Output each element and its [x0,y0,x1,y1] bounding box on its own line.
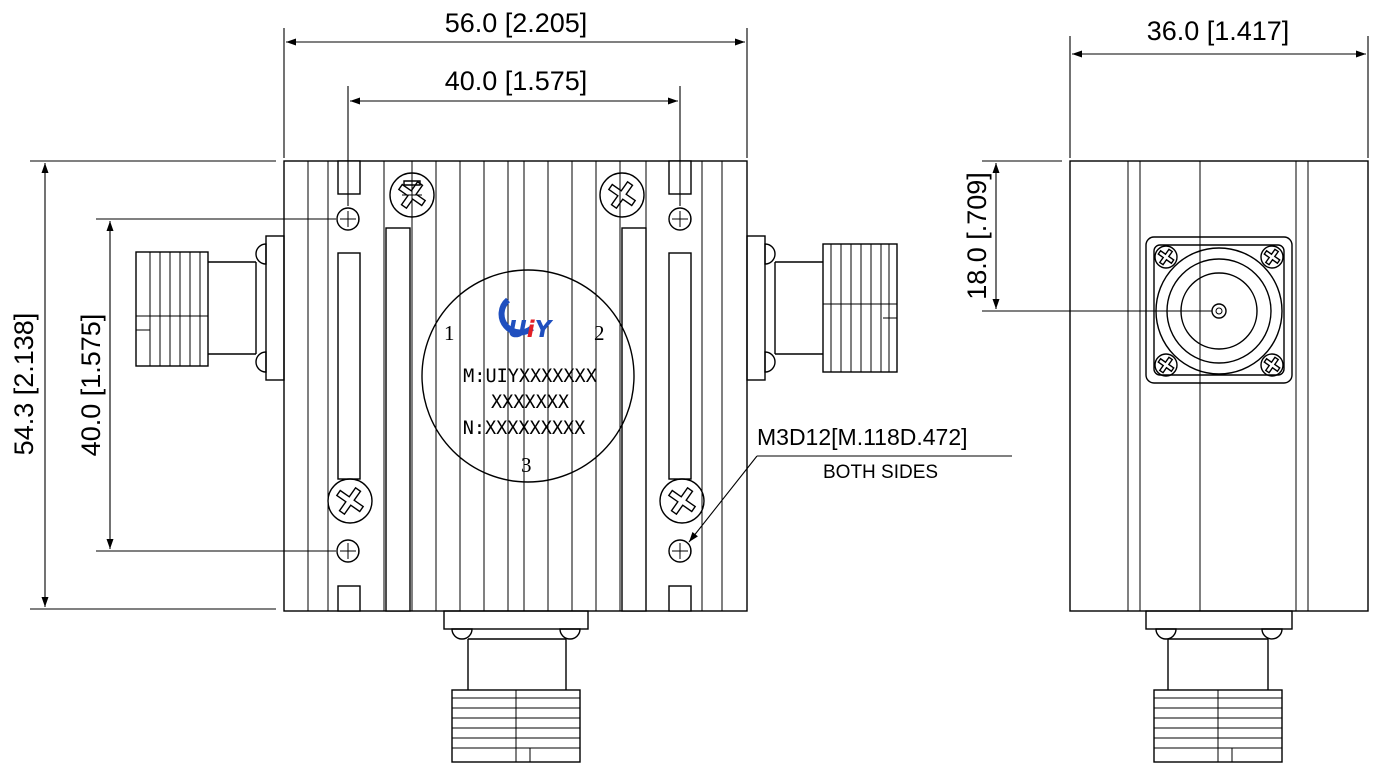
mounting-hole-icon [336,539,360,563]
screw-icon [1154,353,1178,377]
model-line-2: XXXXXXX [491,392,569,413]
dim-total-height: 54.3 [2.138] [9,313,39,456]
screw-icon [327,478,373,524]
mounting-hole-icon [336,207,360,231]
side-connector-flange [1145,236,1293,384]
dim-hole-spacing-v: 40.0 [1.575] [76,314,106,457]
front-view: UiY 1 2 M:UIYXXXXXXX XXXXXXX N:XXXXXXXXX… [135,160,898,763]
screw-icon [389,172,435,218]
port-2-label: 2 [594,321,605,345]
mounting-hole-icon [668,539,692,563]
side-body-outline [1069,160,1369,612]
logo-text: UiY [508,317,554,343]
side-fins [1127,161,1309,611]
front-dimensions: 56.0 [2.205] 40.0 [1.575] 54.3 [2.138] 4… [9,8,1012,610]
screw-icon [1154,245,1178,269]
screw-icon [659,478,705,524]
dim-front-width: 56.0 [2.205] [445,8,588,38]
mounting-hole-icon [668,207,692,231]
connector-port-2 [746,235,898,381]
screw-icon [1260,245,1284,269]
side-dimensions: 36.0 [1.417] 18.0 [.709] [962,16,1369,312]
dim-hole-spacing-h: 40.0 [1.575] [445,66,588,96]
port-3-label: 3 [521,453,532,477]
dim-side-width: 36.0 [1.417] [1147,16,1290,46]
model-line: M:UIYXXXXXXX [463,366,597,387]
serial-line: N:XXXXXXXXX [463,418,586,439]
both-sides-note: BOTH SIDES [823,462,938,483]
heat-sink-fins [307,161,723,611]
side-view [1069,160,1369,763]
port-1-label: 1 [444,321,455,345]
brand-logo-icon: UiY [498,297,554,343]
connector-port-1 [135,235,285,381]
product-label: UiY 1 2 M:UIYXXXXXXX XXXXXXX N:XXXXXXXXX… [421,269,635,483]
callout-leader [688,455,758,543]
screw-icon [1260,353,1284,377]
dim-connector-height: 18.0 [.709] [962,172,992,300]
screw-icon [599,172,645,218]
thread-spec-note: M3D12[M.118D.472] [757,424,968,450]
side-connector-port-3 [1145,610,1293,763]
connector-port-3 [443,610,589,763]
